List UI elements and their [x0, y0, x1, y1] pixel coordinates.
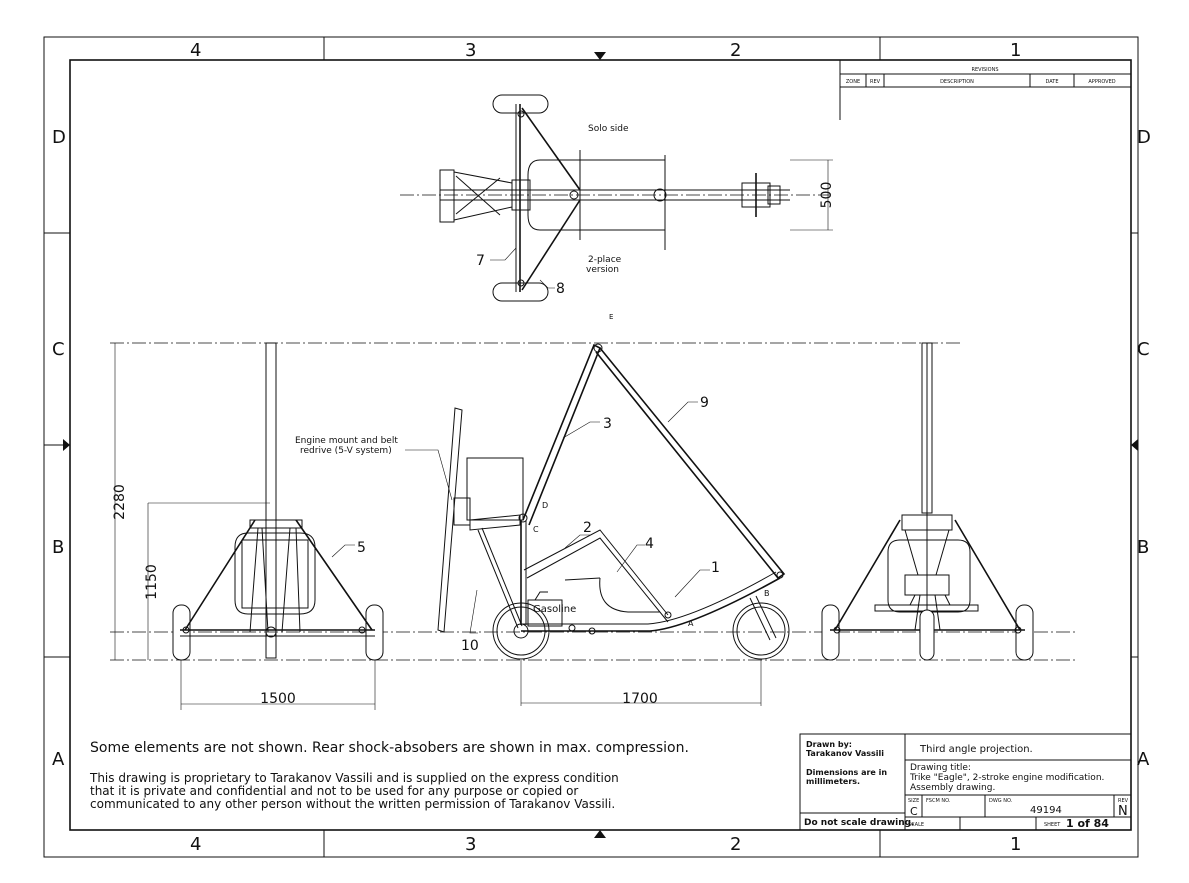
callout-2: 2 — [583, 520, 592, 536]
rev-col-approved: APPROVED — [1088, 79, 1115, 85]
dims-note-2: millimeters. — [806, 777, 860, 786]
callout-9: 9 — [700, 395, 709, 411]
sheet-label: SHEET — [1044, 822, 1061, 828]
dim-width-500: 500 — [819, 182, 835, 209]
drawing-title-line1: Trike "Eagle", 2-stroke engine modificat… — [909, 773, 1104, 783]
center-arrow-top — [594, 52, 606, 60]
zone-bottom-4: 4 — [190, 834, 201, 855]
projection-note: Third angle projection. — [919, 744, 1033, 755]
point-d: D — [542, 501, 548, 510]
zone-left-b: B — [52, 537, 64, 558]
zone-right-b: B — [1137, 537, 1149, 558]
rev-col-zone: ZONE — [846, 79, 860, 85]
drawn-by-label: Drawn by: — [806, 740, 852, 749]
zone-top-2: 2 — [730, 40, 741, 61]
dim-track-1500: 1500 — [260, 691, 296, 707]
zone-top-1: 1 — [1010, 40, 1021, 61]
center-arrow-bottom — [594, 830, 606, 838]
zone-top-4: 4 — [190, 40, 201, 61]
zone-bottom-1: 1 — [1010, 834, 1021, 855]
callout-10: 10 — [461, 638, 479, 654]
zone-left-d: D — [52, 127, 66, 148]
callout-1: 1 — [711, 560, 720, 576]
zone-right-c: C — [1137, 339, 1150, 360]
label-e: E — [609, 313, 613, 321]
callout-5: 5 — [357, 540, 366, 556]
label-2place-2: version — [586, 265, 619, 275]
zone-right-d: D — [1137, 127, 1151, 148]
front-view — [821, 342, 1034, 661]
zone-bottom-2: 2 — [730, 834, 741, 855]
zone-top-3: 3 — [465, 40, 476, 61]
zone-left-c: C — [52, 339, 65, 360]
dwg-value: 49194 — [1030, 805, 1062, 816]
rev-col-date: DATE — [1045, 79, 1058, 85]
revisions-title: REVISIONS — [971, 67, 998, 73]
fscm-label: FSCM NO. — [926, 798, 951, 804]
drawing-title-label: Drawing title: — [910, 763, 971, 773]
rev-col-description: DESCRIPTION — [940, 79, 974, 85]
dim-height-1150: 1150 — [144, 564, 160, 600]
label-solo-side: Solo side — [588, 124, 629, 134]
point-c: C — [533, 525, 539, 534]
point-b: B — [764, 589, 770, 598]
size-label: SIZE — [908, 798, 919, 804]
zone-left-a: A — [52, 749, 65, 770]
tank-gasoline-label: Gasoline — [533, 604, 576, 615]
rev-label: REV — [1118, 798, 1129, 804]
center-arrow-left — [63, 439, 70, 451]
callout-4: 4 — [645, 536, 654, 552]
dims-note-1: Dimensions are in — [806, 768, 887, 777]
point-a: A — [688, 619, 694, 628]
scale-label: SCALE — [908, 822, 924, 828]
dim-wheelbase-1700: 1700 — [622, 691, 658, 707]
top-view: 500 7 8 Solo side 2-place version E — [400, 94, 835, 321]
title-block: Drawn by: Tarakanov Vassili Dimensions a… — [799, 733, 1132, 831]
revisions-table: REVISIONS ZONE REV DESCRIPTION DATE APPR… — [839, 59, 1132, 120]
engine-note-1: Engine mount and belt — [295, 436, 398, 446]
callout-7: 7 — [476, 253, 485, 269]
engine-note-2: redrive (5-V system) — [300, 446, 392, 456]
dwg-label: DWG NO. — [989, 798, 1013, 804]
drawn-by-name: Tarakanov Vassili — [806, 749, 884, 758]
proprietary-line-1: This drawing is proprietary to Tarakanov… — [89, 771, 619, 785]
note-elements-not-shown: Some elements are not shown. Rear shock-… — [90, 740, 689, 756]
callout-3: 3 — [603, 416, 612, 432]
rev-value: N — [1118, 804, 1128, 819]
rev-col-rev: REV — [870, 79, 881, 85]
center-arrow-right — [1131, 439, 1138, 451]
zone-right-a: A — [1137, 749, 1150, 770]
rear-view: 2280 1150 1500 5 — [112, 342, 384, 710]
proprietary-line-3: communicated to any other person without… — [90, 797, 615, 811]
do-not-scale: Do not scale drawing. — [804, 818, 915, 828]
callout-8: 8 — [556, 281, 565, 297]
zone-bottom-3: 3 — [465, 834, 476, 855]
inner-border — [69, 59, 1132, 831]
drawing-title-line2: Assembly drawing. — [910, 783, 995, 793]
size-value: C — [910, 805, 918, 818]
proprietary-line-2: that it is private and confidential and … — [90, 784, 578, 798]
label-2place-1: 2-place — [588, 255, 622, 265]
dim-height-2280: 2280 — [112, 484, 128, 520]
side-view: Engine mount and belt redrive (5-V syste… — [295, 343, 790, 707]
sheet-value: 1 of 84 — [1066, 817, 1109, 830]
